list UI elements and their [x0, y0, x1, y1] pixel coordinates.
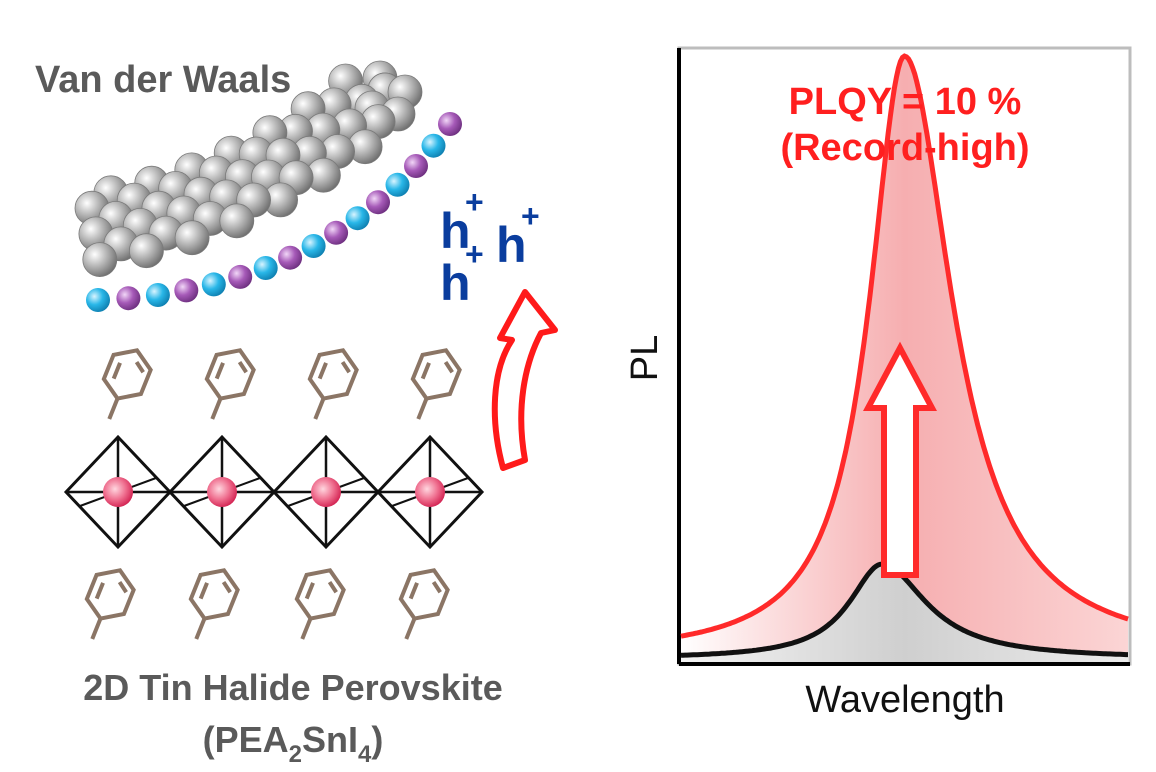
- vdw-sphere-layer: [74, 60, 423, 278]
- phenyl-ring-icon: [191, 340, 261, 429]
- vdw-sphere: [174, 220, 210, 256]
- bead-chain: [86, 112, 462, 312]
- record-annotation: (Record-high): [780, 127, 1029, 169]
- hole-charge: +: [465, 184, 484, 220]
- bead-purple: [116, 286, 141, 311]
- bead-purple: [324, 220, 349, 245]
- bead-purple: [174, 278, 199, 303]
- bead-purple: [404, 154, 428, 178]
- holes-group: h + h + h +: [440, 184, 540, 311]
- y-axis-label: PL: [624, 335, 666, 381]
- hole-transfer-arrow: [491, 289, 558, 471]
- tin-atom: [207, 477, 237, 507]
- series-line-enhanced: [680, 53, 1129, 639]
- bead-purple: [228, 264, 253, 289]
- vdw-sphere: [128, 233, 164, 269]
- formula-close: ): [371, 719, 383, 760]
- phenyl-ring-icon: [71, 560, 141, 649]
- phenyl-ring-icon: [397, 340, 467, 429]
- vdw-sphere: [219, 203, 255, 239]
- bead-cyan: [301, 234, 326, 258]
- phenyl-ring-icon: [294, 340, 364, 429]
- material-name: 2D Tin Halide Perovskite: [83, 667, 503, 708]
- hole-charge: +: [465, 236, 484, 272]
- vdw-sphere: [82, 242, 118, 278]
- series-line-pristine: [680, 561, 1128, 658]
- octahedron: [63, 434, 173, 550]
- formula-sub1: 2: [289, 741, 302, 768]
- bead-cyan: [421, 133, 446, 158]
- formula-mid: SnI: [302, 719, 358, 760]
- bead-cyan: [253, 256, 278, 280]
- tin-atom: [415, 477, 445, 507]
- tin-atom: [103, 477, 133, 507]
- hole-label: h: [496, 217, 527, 273]
- bead-cyan: [201, 272, 226, 297]
- hole-label: h: [440, 255, 471, 311]
- bead-purple: [366, 190, 390, 215]
- bead-cyan: [145, 283, 170, 307]
- phenyl-ring-icon: [385, 560, 455, 649]
- plqy-annotation: PLQY = 10 %: [789, 81, 1022, 123]
- phenyl-row-top: [88, 340, 467, 429]
- octahedron: [167, 434, 277, 550]
- material-formula: (PEA2SnI4): [203, 719, 384, 768]
- series-fill-pristine: [681, 564, 1128, 662]
- octahedron: [375, 434, 485, 550]
- tin-atom: [311, 477, 341, 507]
- hole-charge: +: [521, 198, 540, 234]
- bead-cyan: [86, 288, 110, 312]
- octahedron: [271, 434, 381, 550]
- formula-sub2: 4: [358, 741, 372, 768]
- bead-purple: [278, 245, 303, 270]
- hole-label: h: [440, 203, 471, 259]
- bead-cyan: [345, 206, 370, 231]
- phenyl-ring-icon: [88, 340, 158, 429]
- vdw-label: Van der Waals: [35, 59, 291, 101]
- bead-purple: [438, 112, 462, 136]
- phenyl-row-bottom: [71, 560, 455, 649]
- phenyl-ring-icon: [175, 560, 245, 649]
- increase-arrow: [863, 341, 937, 578]
- octahedra-row: [63, 434, 485, 550]
- x-axis-label: Wavelength: [805, 679, 1004, 721]
- pl-chart: PLQY = 10 % (Record-high) Wavelength PL: [624, 46, 1132, 721]
- bead-cyan: [385, 172, 410, 197]
- formula-open: (PEA: [203, 719, 289, 760]
- phenyl-ring-icon: [281, 560, 351, 649]
